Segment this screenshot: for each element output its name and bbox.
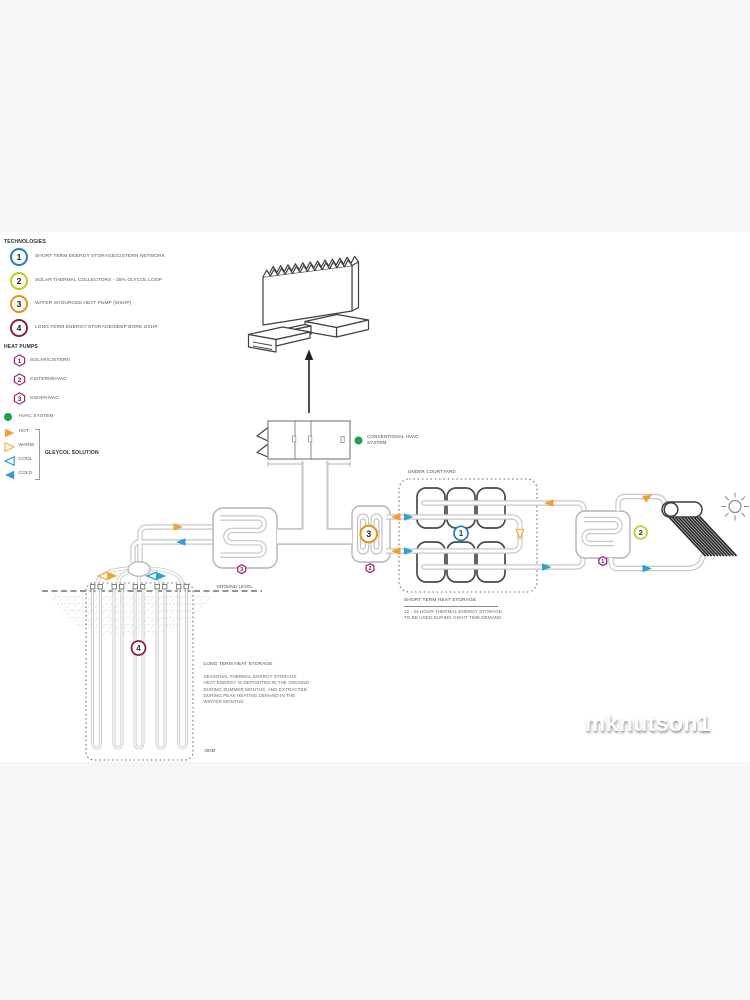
short-term-desc: 12 - 24 HOUR THERMAL ENERGY STORAGE TO B…	[404, 609, 502, 620]
tech-legend-label-4: LONG TERM ENERGY STORAGE/DEEP BORE GSHP	[35, 324, 158, 330]
ground-level-label: GROUND LEVEL	[216, 583, 253, 589]
svg-text:1: 1	[459, 529, 464, 538]
podium-detail-lines	[252, 341, 273, 350]
svg-text:2: 2	[17, 377, 21, 384]
cold-arrow-icon	[5, 470, 15, 480]
tech-badge-borefield	[130, 640, 147, 656]
hvac-legend-dot	[4, 413, 12, 421]
hp-legend-hex-1: 1	[13, 354, 25, 367]
sawtooth-roof-front	[262, 259, 353, 278]
gshp-supply-pipes	[130, 524, 213, 562]
sun-icon	[721, 492, 749, 521]
tech-legend-circle-3: 3	[10, 295, 28, 313]
borehole-caps	[90, 584, 189, 590]
tech-badge-wshp	[359, 524, 379, 544]
hp-legend-label-1: SOLAR/CISTERN	[30, 357, 70, 363]
cool-label: COOL	[18, 457, 33, 462]
hvac-unit	[256, 420, 363, 467]
flow-arrow-cold	[157, 572, 167, 580]
svg-text:1: 1	[601, 559, 604, 565]
tech-legend-circle-1: 1	[10, 248, 28, 266]
short-term-title: SHORT TERM HEAT STORAGE	[404, 597, 477, 603]
watermark: mknutson1	[584, 710, 711, 736]
tech-legend-label-2: SOLAR THERMAL COLLECTORS - 30% GLYCOL LO…	[35, 277, 163, 283]
flow-arrow-hot	[108, 572, 118, 580]
hvac-fin-bottom	[256, 443, 269, 458]
legend: TECHNOLOGIES 1 SHORT TERM ENERGY STORAGE…	[4, 238, 239, 488]
courtyard-boundary	[398, 478, 538, 593]
long-term-title: LONG TERM HEAT STORAGE	[203, 661, 273, 667]
hp-badge-cistern-hvac	[365, 562, 375, 574]
tech-legend-circle-2: 2	[10, 271, 28, 290]
heat-exchanger-gshp	[212, 507, 278, 569]
hvac-system-dot	[354, 436, 363, 445]
conventional-hvac-label: CONVENTIONAL HVAC SYSTEM	[367, 434, 419, 445]
svg-text:3: 3	[240, 567, 243, 573]
borehole-manifold	[127, 561, 151, 577]
glycol-title: GLEYCOL SOLUTION	[45, 450, 99, 456]
hot-arrow-icon	[5, 428, 15, 438]
tech-legend-circle-4: 4	[10, 318, 28, 337]
borehole-field	[91, 588, 188, 750]
depth-label: 200M	[204, 748, 216, 753]
solar-collector	[661, 501, 738, 557]
hp-legend-hex-2: 2	[13, 373, 25, 386]
hp-legend-hex-3: 3	[13, 392, 25, 405]
hp-badge-solar-cistern	[598, 555, 608, 567]
legend-technologies-title: TECHNOLOGIES	[4, 239, 46, 245]
sawtooth-roof-back	[268, 255, 359, 274]
tech-legend-label-3: WATER SHOURCED HEAT PUMP (WSHP)	[35, 301, 132, 306]
svg-text:3: 3	[366, 529, 371, 539]
hp-legend-label-2: CISTERN/HVAC	[30, 376, 67, 382]
cold-label: COLD	[18, 471, 33, 476]
hvac-fin-top	[256, 426, 269, 442]
svg-text:4: 4	[136, 644, 141, 653]
svg-text:3: 3	[17, 396, 21, 403]
collector-tank-end	[663, 501, 679, 518]
building-supply-arrow	[304, 349, 314, 413]
cool-arrow-icon	[4, 456, 15, 466]
svg-text:2: 2	[368, 566, 371, 572]
supply-duct	[277, 461, 352, 545]
hot-label: HOT	[18, 429, 29, 434]
hp-badge-gshp-hvac	[237, 563, 247, 575]
building-illustration	[247, 255, 370, 353]
tech-legend-label-1: SHORT TERM ENERGY STORAGE/CISTERN NETWOR…	[35, 254, 165, 259]
short-term-rule	[404, 605, 498, 607]
hp-legend-label-3: GSHP/HVAC	[30, 395, 59, 401]
under-courtyard-label: UNDER COURTYARD	[408, 469, 456, 474]
tech-badge-solar	[633, 525, 648, 540]
glycol-bracket	[39, 429, 40, 480]
svg-text:2: 2	[639, 528, 643, 537]
diagram-badges: 1 2 3 4 3 2 1	[130, 524, 648, 656]
warm-arrow-icon	[4, 442, 15, 452]
long-term-desc: SEASONAL THERMAL ENERGY STORAGE HEAT ENE…	[203, 674, 309, 705]
legend-heat-pumps-title: HEAT PUMPS	[4, 344, 38, 350]
hvac-legend-label: HVAC SYSTEM	[18, 414, 54, 419]
svg-text:1: 1	[17, 358, 21, 365]
borefield-boundary	[85, 582, 194, 761]
soil-mound	[50, 592, 214, 638]
warm-label: WARM	[18, 443, 34, 448]
tech-badge-cistern	[453, 525, 469, 542]
building-side-face	[351, 261, 360, 312]
